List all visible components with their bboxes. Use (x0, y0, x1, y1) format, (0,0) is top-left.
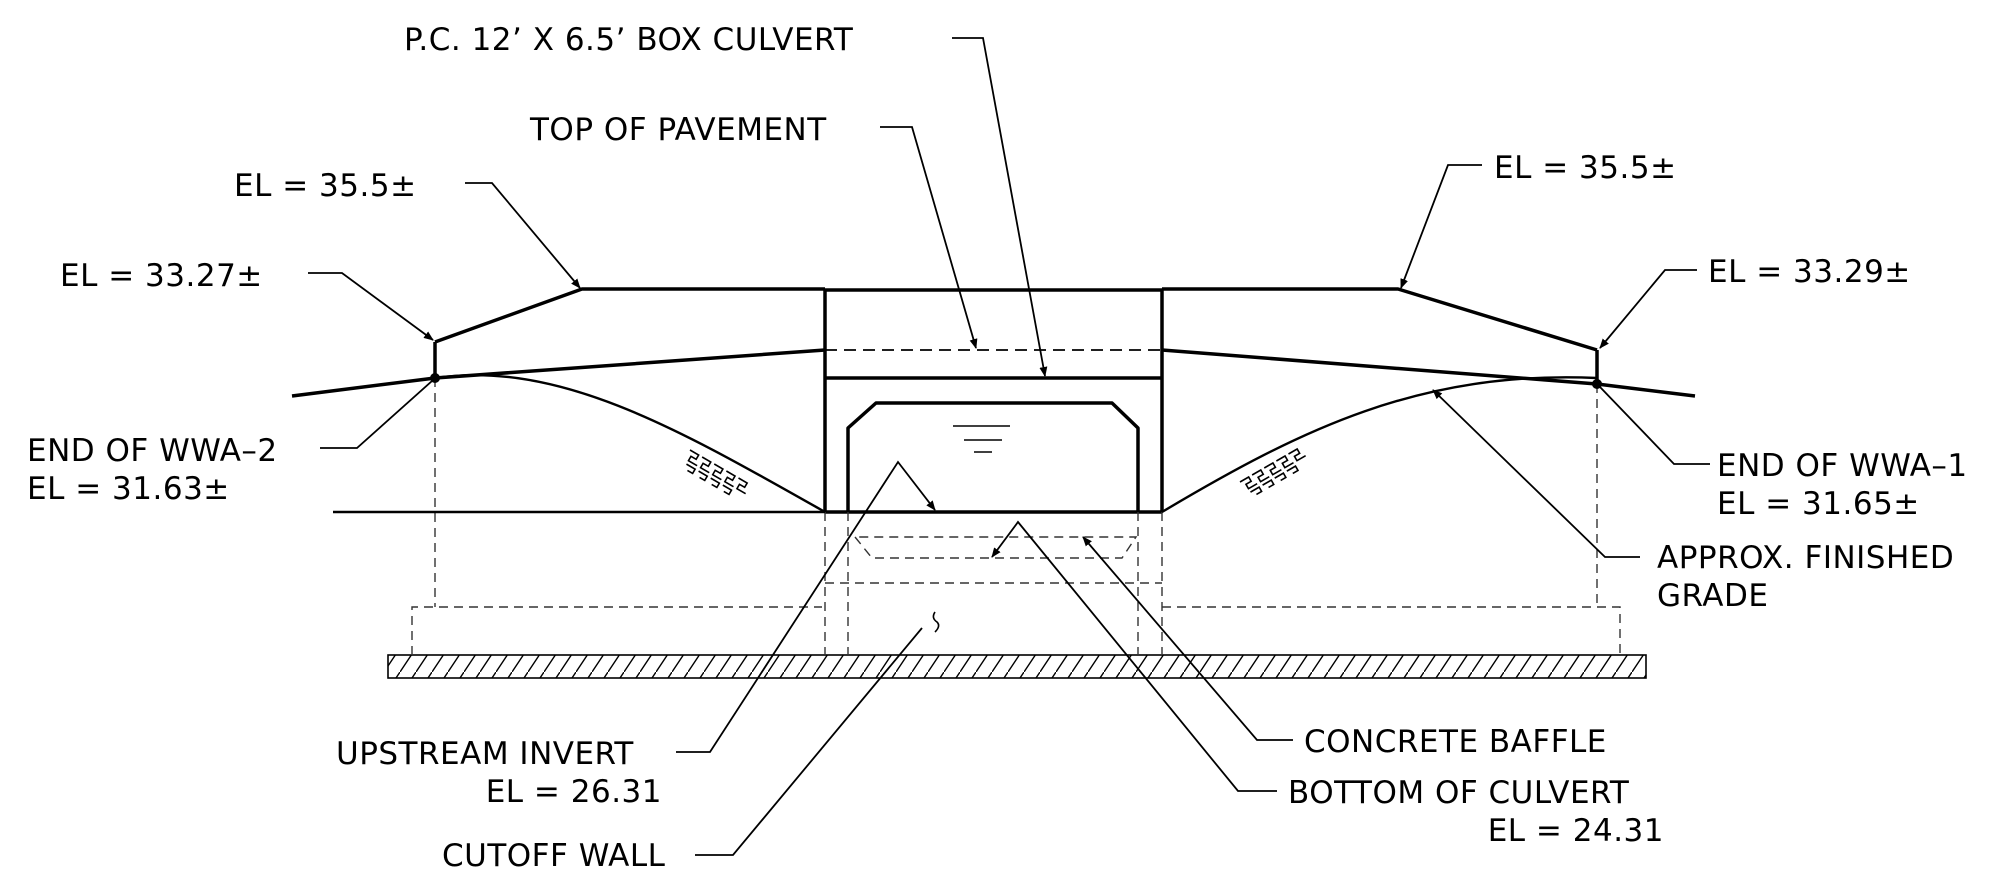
cutoff-wall-break (932, 611, 940, 633)
label-el-right-shoulder: EL = 33.29± (1708, 254, 1911, 290)
end-point-wwa1 (1592, 379, 1602, 389)
label-upstream-invert-line2: EL = 26.31 (486, 774, 662, 810)
label-finished-grade-line2: GRADE (1657, 578, 1768, 614)
finished-grade-right (1161, 348, 1696, 398)
road-surface-right (1162, 287, 1598, 352)
leader-cutoff-wall (695, 627, 923, 856)
label-top-of-pavement: TOP OF PAVEMENT (529, 112, 827, 148)
leader-end-wwa2 (320, 380, 433, 449)
label-upstream-invert-line1: UPSTREAM INVERT (336, 736, 634, 772)
slope-left (434, 373, 826, 514)
label-cutoff-wall: CUTOFF WALL (442, 838, 666, 871)
label-el-left-shoulder: EL = 33.27± (60, 258, 263, 294)
culvert-structure (823, 288, 1164, 655)
riprap-symbol-left (686, 449, 749, 496)
label-end-wwa2-line2: EL = 31.63± (27, 471, 230, 507)
road-surface-left (434, 287, 825, 344)
water-level-symbol (953, 425, 1010, 453)
leader-el-left-shoulder (308, 272, 434, 341)
label-bottom-culvert-line1: BOTTOM OF CULVERT (1288, 775, 1630, 811)
label-end-wwa1-line2: EL = 31.65± (1717, 486, 1920, 522)
label-el-left-top: EL = 35.5± (234, 168, 417, 204)
leader-finished-grade (1432, 389, 1640, 558)
foundation (387, 378, 1647, 679)
slope-right (1161, 376, 1598, 514)
annotation-labels: P.C. 12’ X 6.5’ BOX CULVERT TOP OF PAVEM… (27, 22, 1968, 871)
leader-bottom-culvert (991, 520, 1277, 792)
label-finished-grade-line1: APPROX. FINISHED (1657, 540, 1954, 576)
headwall-outline (823, 288, 1164, 512)
riprap-symbol-right (1239, 447, 1307, 496)
label-end-wwa1-line1: END OF WWA–1 (1717, 448, 1968, 484)
leader-el-right-top (1400, 164, 1482, 289)
baffle-dashed (854, 536, 1138, 559)
leader-end-wwa1 (1599, 386, 1710, 465)
label-box-culvert: P.C. 12’ X 6.5’ BOX CULVERT (404, 22, 854, 58)
label-end-wwa2-line1: END OF WWA–2 (27, 433, 278, 469)
leader-box-culvert (952, 37, 1048, 377)
finished-grade-left (291, 348, 826, 398)
footing-hatch (387, 654, 1647, 679)
end-point-wwa2 (430, 373, 440, 383)
leader-top-of-pavement (880, 126, 978, 349)
label-el-right-top: EL = 35.5± (1494, 150, 1677, 186)
label-concrete-baffle: CONCRETE BAFFLE (1304, 724, 1607, 760)
leader-el-right-shoulder (1599, 269, 1697, 349)
footing-dashed-outline (411, 606, 1621, 655)
embankment (291, 287, 1696, 514)
culvert-barrel-opening (846, 401, 1140, 512)
leader-upstream-invert (676, 460, 936, 753)
leader-el-left-top (465, 182, 581, 289)
leader-lines (308, 37, 1710, 856)
leader-concrete-baffle (1082, 536, 1293, 741)
label-bottom-culvert-line2: EL = 24.31 (1488, 813, 1664, 849)
